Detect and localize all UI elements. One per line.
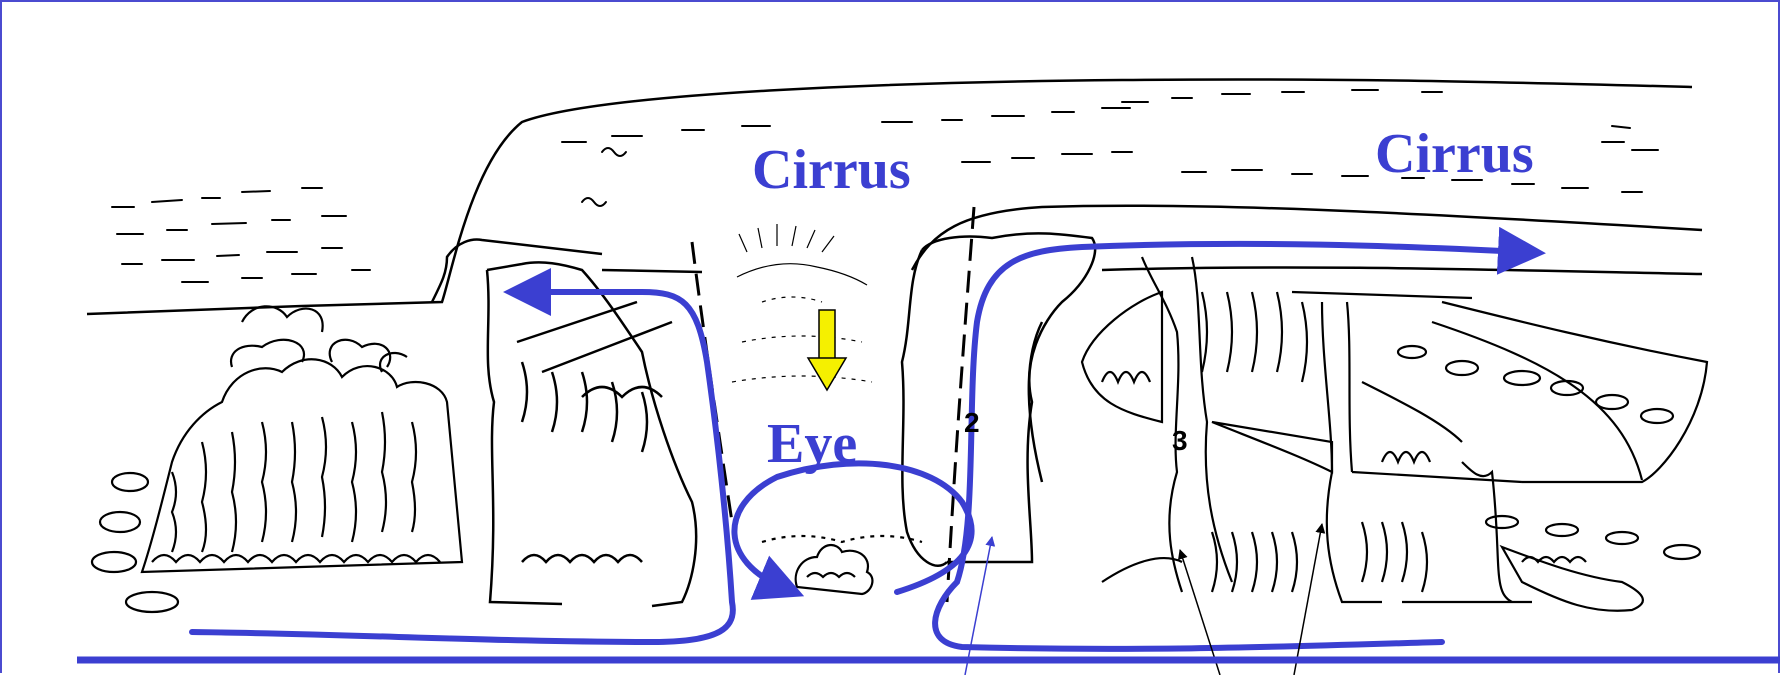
eye-circulation-arrow [734,463,971,592]
eye-clear-air-rays [732,224,872,382]
left-eyewall-tower [487,262,702,606]
eye-label: Eye [767,413,857,475]
marker-2: 2 [964,407,980,438]
subsidence-arrow [808,310,846,390]
eye-floor-cloud [762,536,922,594]
pointer-lines [965,524,1322,675]
pointer-eyewall [965,537,992,675]
right-eyewall-tower [902,233,1095,565]
left-outer-cloudlets [92,473,178,612]
cirrus-label-right: Cirrus [1375,123,1534,185]
pointer-rainband-3 [1180,550,1220,675]
left-inflow-updraft-arrow [192,292,733,642]
marker-3: 3 [1172,425,1188,456]
cirrus-label-left: Cirrus [752,139,911,201]
pointer-rainband-outer [1294,524,1322,675]
left-rainband-clouds [142,306,462,572]
